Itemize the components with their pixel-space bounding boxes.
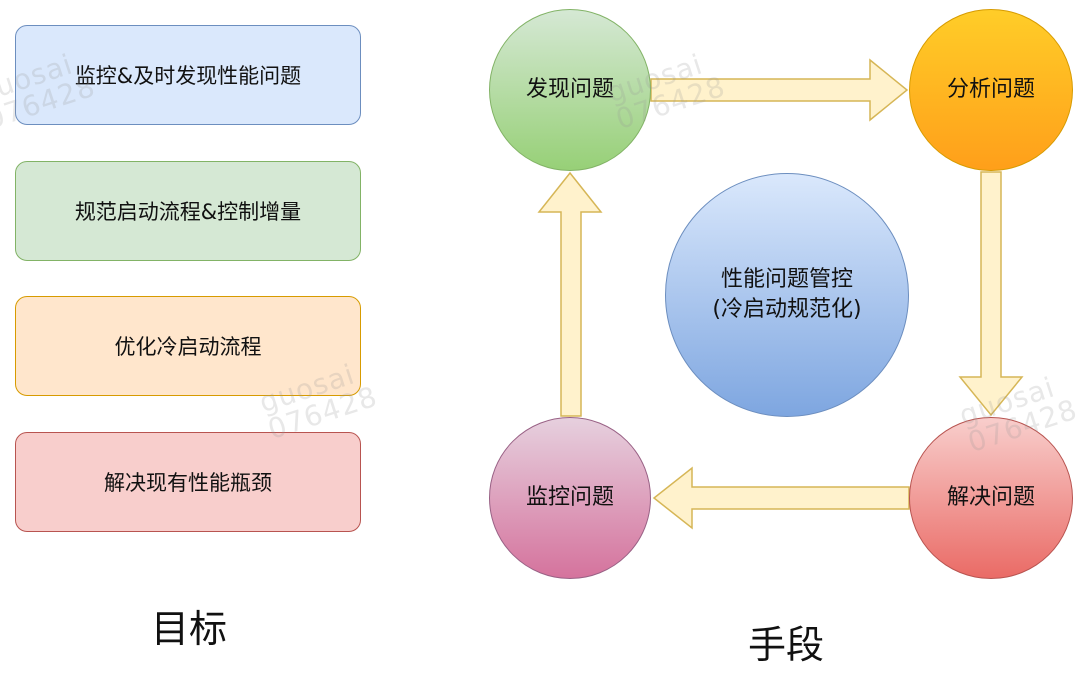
goal-optimize-cold-start: 优化冷启动流程 — [15, 296, 361, 396]
goal-label: 优化冷启动流程 — [114, 335, 262, 359]
arrow-discover-to-analyze — [650, 58, 909, 122]
arrow-analyze-to-solve — [958, 171, 1024, 417]
node-solve-problem: 解决问题 — [909, 417, 1073, 579]
goal-label: 监控&及时发现性能问题 — [74, 64, 302, 88]
goals-caption: 目标 — [151, 607, 228, 651]
node-label: 监控问题 — [525, 485, 614, 511]
arrow-solve-to-monitor — [652, 466, 910, 530]
node-analyze-problem: 分析问题 — [909, 9, 1073, 171]
node-discover-problem: 发现问题 — [489, 9, 651, 171]
goal-fix-bottlenecks: 解决现有性能瓶颈 — [15, 432, 361, 532]
arrow-monitor-to-discover — [537, 171, 603, 417]
goal-label: 规范启动流程&控制增量 — [74, 200, 302, 224]
node-label: 发现问题 — [525, 77, 614, 103]
goal-standardize-startup: 规范启动流程&控制增量 — [15, 161, 361, 261]
goal-label: 解决现有性能瓶颈 — [104, 471, 272, 495]
goal-monitor-detect: 监控&及时发现性能问题 — [15, 25, 361, 125]
center-performance-control: 性能问题管控 (冷启动规范化) — [665, 173, 909, 417]
center-title: 性能问题管控 — [720, 267, 853, 293]
node-label: 解决问题 — [946, 485, 1035, 511]
node-label: 分析问题 — [946, 77, 1035, 103]
node-monitor-problem: 监控问题 — [489, 417, 651, 579]
center-subtitle: (冷启动规范化) — [712, 297, 862, 322]
means-caption: 手段 — [748, 623, 825, 667]
